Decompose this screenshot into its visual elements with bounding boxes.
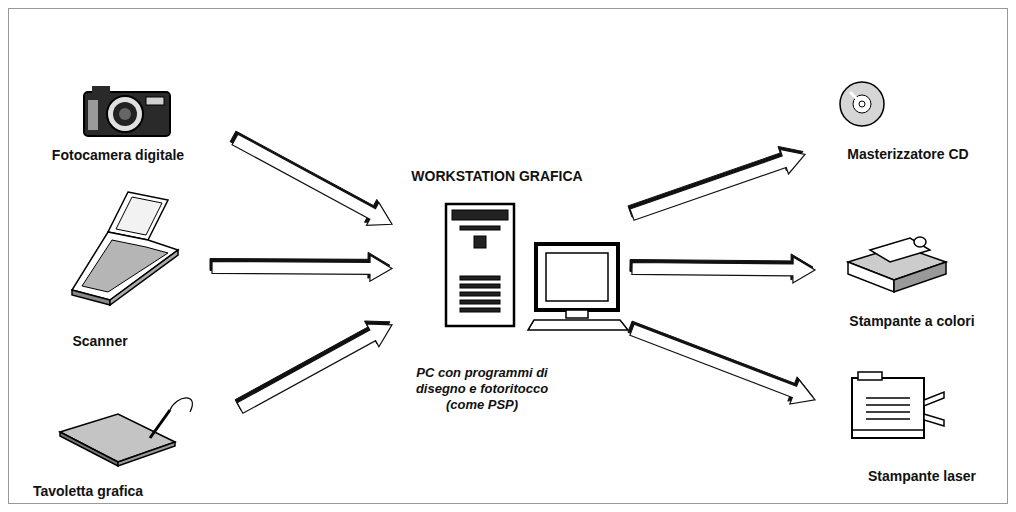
device-label: Stampante laser — [868, 468, 976, 485]
connector-arrow — [628, 146, 805, 220]
tablet-icon — [60, 398, 192, 466]
device-node: Masterizzatore CD — [805, 78, 1005, 163]
scanner-icon — [72, 192, 178, 305]
device-label: Tavoletta grafica — [33, 483, 143, 500]
workstation-icon — [446, 204, 628, 330]
arrow-body — [630, 324, 815, 404]
connector-arrow — [210, 252, 392, 281]
node-description: PC con programmi di disegno e fotoritocc… — [396, 365, 568, 413]
node-title: WORKSTATION GRAFICA — [411, 168, 582, 185]
device-node: Fotocamera digitale — [10, 82, 235, 164]
device-label: Scanner — [72, 333, 127, 350]
device-node: Stampante a colori — [815, 225, 1007, 330]
device-node: Stampante laser — [815, 365, 1005, 485]
frame — [9, 9, 1008, 504]
connector-arrow — [235, 321, 392, 413]
connector-arrow — [628, 321, 815, 404]
color-printer-icon — [848, 237, 946, 292]
connector-arrow — [230, 131, 392, 225]
arrow-body — [630, 149, 805, 220]
device-label: Masterizzatore CD — [847, 146, 968, 163]
device-node: Scanner — [50, 185, 212, 350]
device-label: Stampante a colori — [849, 313, 974, 330]
arrow-body — [237, 324, 392, 413]
device-node: Tavoletta grafica — [10, 400, 240, 500]
arrow-body — [212, 255, 392, 281]
workstation-node: WORKSTATION GRAFICA PC con programmi di d… — [392, 168, 632, 413]
connector-arrow — [630, 254, 815, 283]
camera-icon — [84, 86, 170, 136]
arrow-body — [232, 134, 392, 225]
arrow-body — [632, 257, 815, 283]
laser-printer-icon — [852, 372, 944, 438]
cd-icon — [840, 82, 884, 126]
device-label: Fotocamera digitale — [52, 147, 184, 164]
